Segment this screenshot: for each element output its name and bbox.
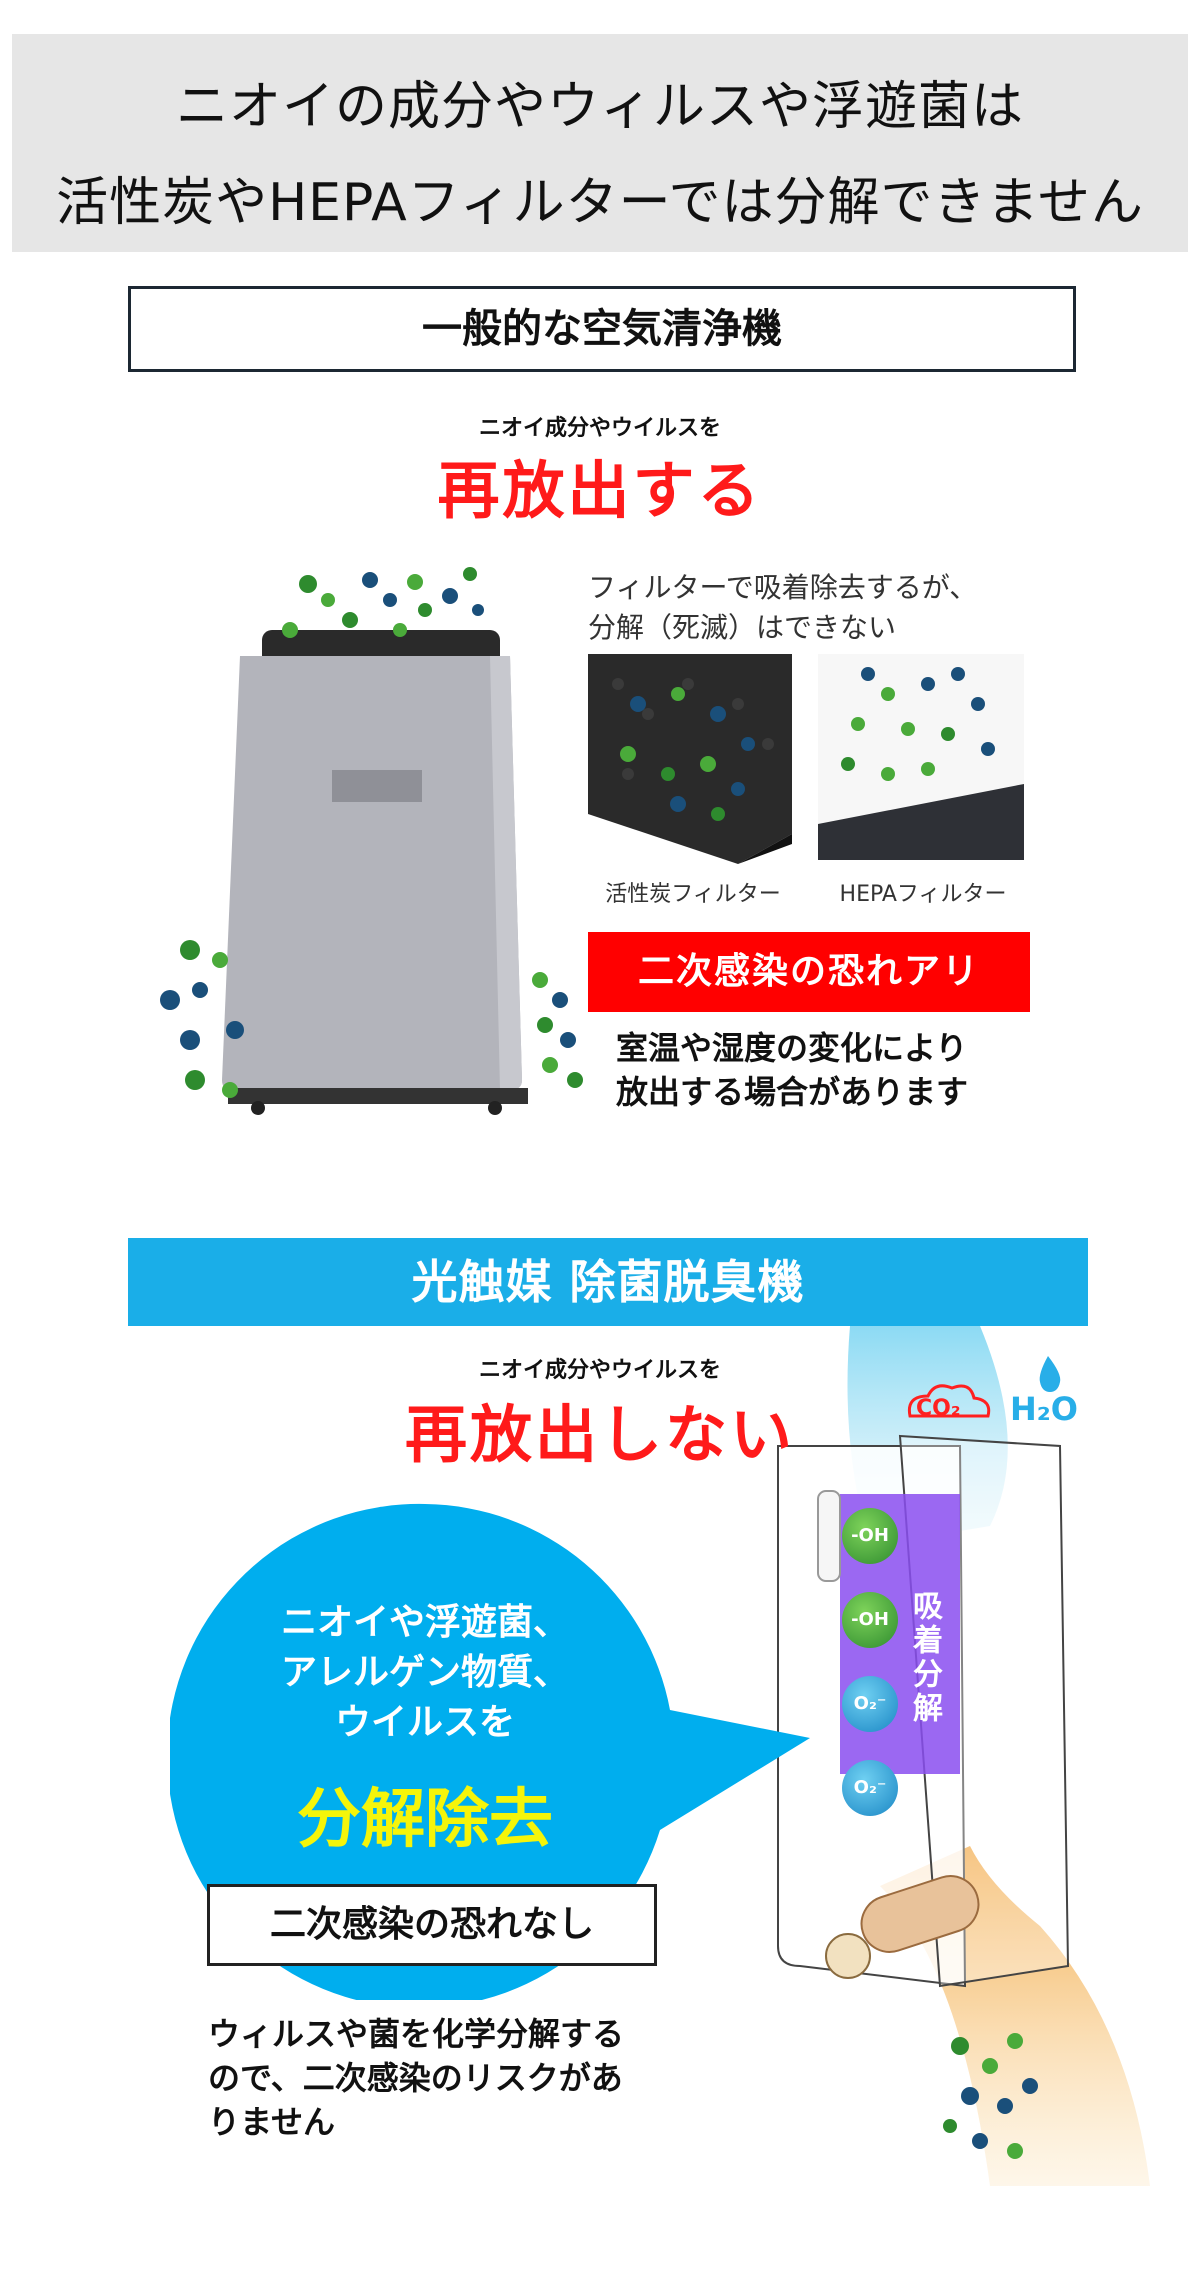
filter-note-line-2: 分解（死滅）はできない: [588, 611, 897, 644]
section1-caption: ニオイ成分やウイルスを: [478, 416, 721, 441]
section2-title: 光触媒 除菌脱臭機: [128, 1238, 1088, 1326]
germs-bottom-icon: [943, 2033, 1038, 2159]
uv-lamp: [817, 1490, 841, 1582]
filter-note: フィルターで吸着除去するが、 分解（死滅）はできない: [588, 568, 1048, 648]
superoxide-ion-2: O₂⁻: [842, 1760, 898, 1816]
hepa-filter-image: [818, 654, 1024, 860]
germs-top-icon: [282, 567, 484, 638]
decompose-remove-headline: 分解除去: [297, 1783, 553, 1857]
no-secondary-infection-box: 二次感染の恐れなし: [207, 1884, 657, 1966]
section1-headline: 再放出する: [437, 454, 763, 527]
section2-note-line-1: ウィルスや菌を化学分解する: [208, 2015, 625, 2053]
header-line-1: ニオイの成分やウィルスや浮遊菌は: [175, 77, 1024, 137]
hepa-filter-label: HEPAフィルター: [839, 882, 1007, 907]
purifier-body: [222, 656, 522, 1090]
section1-note-line-1: 室温や湿度の変化により: [616, 1029, 968, 1067]
hepa-germs-icon: [841, 667, 995, 781]
superoxide-ion-1: O₂⁻: [842, 1676, 898, 1732]
h2o-label: H₂O: [1010, 1390, 1078, 1428]
section2-note: ウィルスや菌を化学分解する ので、二次感染のリスクがあ りません: [208, 2012, 678, 2144]
section1-note-line-2: 放出する場合があります: [616, 1073, 969, 1111]
activated-carbon-filter-label: 活性炭フィルター: [605, 882, 781, 907]
bubble-line-1: ニオイや浮遊菌、: [280, 1602, 569, 1643]
fan-roller: [860, 1875, 980, 1953]
water-drop-icon: [1039, 1356, 1061, 1392]
bubble-line-2: アレルゲン物質、: [280, 1652, 569, 1693]
air-purifier-illustration: [160, 567, 583, 1115]
bubble-line-3: ウイルスを: [334, 1702, 515, 1743]
section2-headline: 再放出しない: [404, 1398, 795, 1471]
purifier-base: [228, 1088, 528, 1104]
bubble-text: ニオイや浮遊菌、 アレルゲン物質、 ウイルスを: [210, 1598, 640, 1748]
section2-note-line-3: りません: [208, 2103, 336, 2141]
hydroxyl-radical-2: -OH: [842, 1592, 898, 1648]
section2-caption: ニオイ成分やウイルスを: [478, 1358, 721, 1383]
co2-cloud-icon: [907, 1384, 991, 1418]
section1-note: 室温や湿度の変化により 放出する場合があります: [616, 1026, 1056, 1114]
germs-left-icon: [160, 940, 244, 1098]
co2-label: CO₂: [916, 1396, 961, 1421]
adsorption-decomposition-label: 吸着分解: [907, 1590, 942, 1726]
filter-note-line-1: フィルターで吸着除去するが、: [588, 571, 978, 604]
header-line-2: 活性炭やHEPAフィルターでは分解できません: [56, 173, 1144, 233]
purifier-display: [332, 770, 422, 802]
germs-right-icon: [532, 972, 583, 1088]
filter-germs-icon: [620, 687, 755, 821]
header-banner: ニオイの成分やウィルスや浮遊菌は 活性炭やHEPAフィルターでは分解できません: [12, 34, 1188, 252]
section1-title: 一般的な空気清浄機: [128, 286, 1076, 372]
fan-motor: [825, 1933, 871, 1979]
secondary-infection-warning: 二次感染の恐れアリ: [588, 932, 1030, 1012]
activated-carbon-filter-image: [588, 654, 792, 864]
hydroxyl-radical-1: -OH: [842, 1508, 898, 1564]
section2-note-line-2: ので、二次感染のリスクがあ: [208, 2059, 623, 2097]
speech-bubble: [170, 1503, 810, 2000]
